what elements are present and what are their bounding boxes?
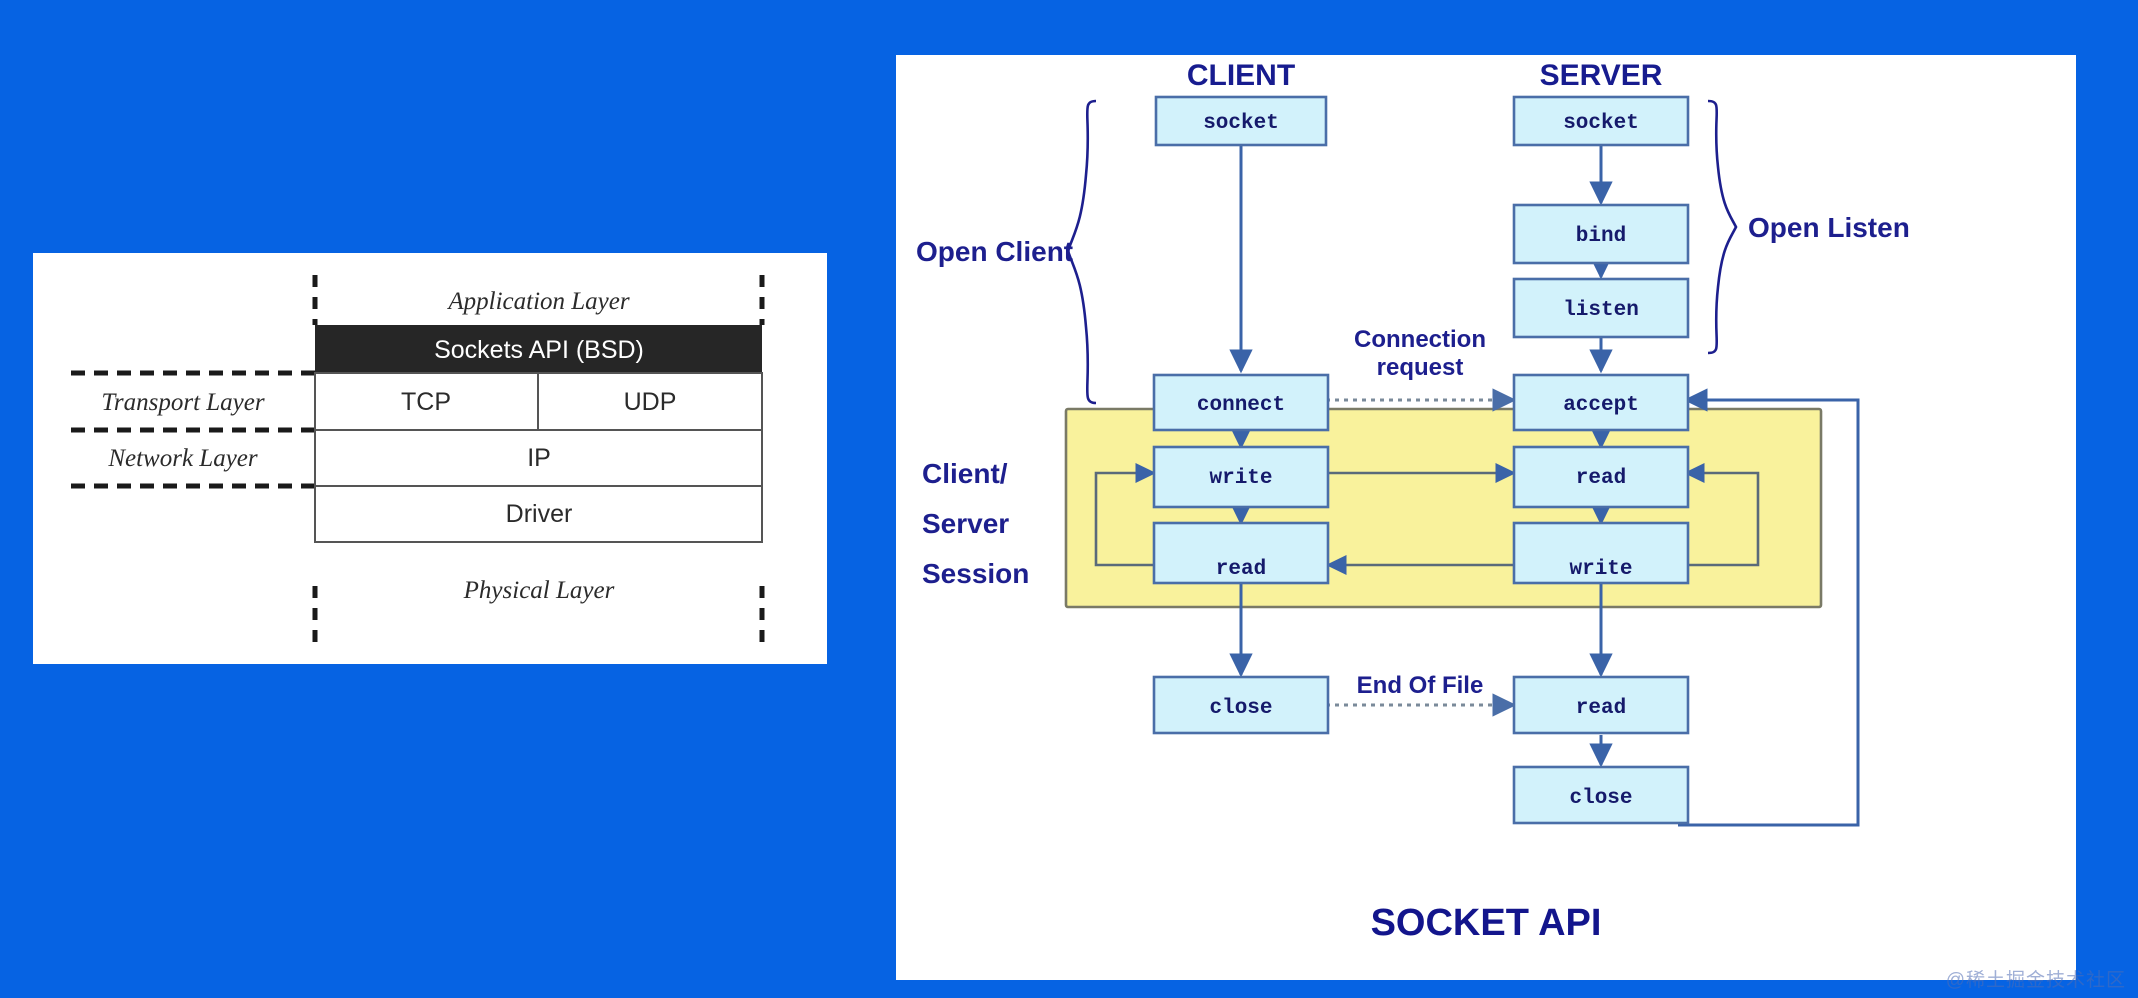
server-read2-label: read [1576,697,1626,720]
client-write-node[interactable]: write [1152,445,1330,509]
server-read1-node[interactable]: read [1512,445,1690,509]
client-connect-label: connect [1197,394,1285,417]
client-close-node[interactable]: close [1152,675,1330,735]
network-layer-side-label: Network Layer [107,445,258,472]
transport-layer-side-label: Transport Layer [101,389,265,416]
watermark: @稀土掘金技术社区 [1945,970,2126,991]
sockets-api-band [315,325,762,373]
client-socket-node[interactable]: socket [1154,95,1328,147]
socket-api-title: SOCKET API [1371,902,1602,944]
open-listen-label: Open Listen [1748,212,1910,243]
open-client-label: Open Client [916,236,1073,267]
session-label-line1: Client/ [922,458,1008,489]
edge-server-write-loop-to-read [1678,462,1760,567]
client-write-label: write [1209,467,1272,490]
socket-api-panel: CLIENT SERVER [896,55,2076,980]
client-close-label: close [1209,697,1272,720]
end-of-file-label: End Of File [1357,672,1484,699]
server-listen-label: listen [1563,299,1639,322]
server-column-header: SERVER [1540,59,1663,92]
session-label-line3: Session [922,558,1029,589]
tcp-ip-stack-panel: Application Layer Sockets API (BSD) TCP … [33,253,827,664]
server-socket-node[interactable]: socket [1512,95,1690,147]
sockets-api-label: Sockets API (BSD) [434,336,644,364]
client-column-header: CLIENT [1187,59,1295,92]
client-read-node[interactable]: read [1152,521,1330,585]
client-connect-node[interactable]: connect [1152,373,1330,432]
driver-label: Driver [506,500,573,528]
server-bind-node[interactable]: bind [1512,203,1690,265]
physical-layer-label: Physical Layer [463,577,615,604]
server-write-label: write [1569,558,1632,581]
client-read-label: read [1216,558,1266,581]
server-listen-node[interactable]: listen [1512,277,1690,339]
server-bind-label: bind [1576,225,1626,248]
tcp-ip-stack-svg: Application Layer Sockets API (BSD) TCP … [71,275,765,645]
udp-label: UDP [624,388,677,416]
server-close-label: close [1569,787,1632,810]
open-client-brace [1066,99,1097,405]
server-read1-label: read [1576,467,1626,490]
application-layer-label: Application Layer [446,288,629,315]
server-accept-node[interactable]: accept [1512,373,1690,432]
edge-client-read-loop-to-write [1094,462,1164,567]
connection-request-label-line2: request [1377,354,1464,381]
server-socket-label: socket [1563,112,1639,135]
server-close-node[interactable]: close [1512,765,1690,825]
connection-request-label-line1: Connection [1354,326,1486,353]
session-label-line2: Server [922,508,1009,539]
edge-server-close-loop-to-accept [1678,388,1860,827]
server-write-node[interactable]: write [1512,521,1690,585]
server-accept-label: accept [1563,394,1639,417]
open-listen-brace [1707,99,1738,355]
client-socket-label: socket [1203,112,1279,135]
server-read2-node[interactable]: read [1512,675,1690,735]
tcp-label: TCP [401,388,451,416]
socket-api-svg: CLIENT SERVER [916,59,1910,944]
ip-label: IP [527,444,551,472]
